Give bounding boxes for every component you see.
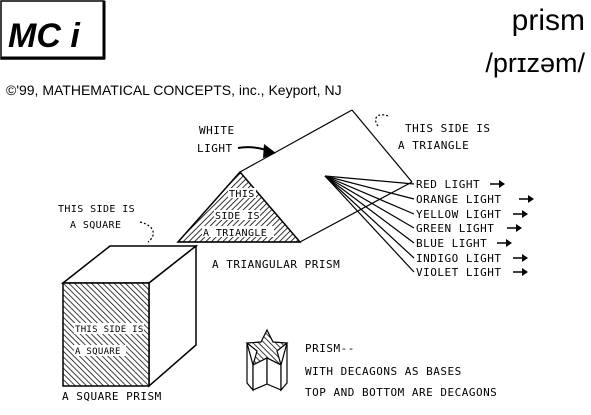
arrow-right-icon (507, 224, 522, 232)
square-prism: THIS SIDE IS A SQUARE THIS SIDE IS A SQU… (58, 204, 199, 403)
spectrum-label-orange: ORANGE LIGHT (416, 193, 501, 206)
arrow-right-icon (497, 239, 512, 247)
arrow-right-icon (490, 180, 505, 188)
logo: MC i (0, 0, 106, 60)
spectrum-label-violet: VIOLET LIGHT (416, 266, 501, 279)
triangle-side-note-1: THIS SIDE IS (405, 122, 490, 135)
arrow-right-icon (513, 268, 528, 276)
triangle-face-text-2: SIDE IS (215, 211, 260, 222)
triangle-side-note-2: A TRIANGLE (398, 139, 469, 152)
arrow-right-icon (519, 195, 534, 203)
square-side-note-1: THIS SIDE IS (58, 204, 135, 215)
square-face-text-2: A SQUARE (75, 347, 121, 357)
spectrum-label-indigo: INDIGO LIGHT (416, 252, 501, 265)
logo-text: MC i (8, 17, 81, 55)
white-light-label-1: WHITE (199, 124, 235, 137)
pronunciation: /prɪzəm/ (485, 48, 585, 78)
square-face-text-1: THIS SIDE IS (75, 325, 144, 335)
square-side-note-2: A SQUARE (70, 220, 121, 231)
triangle-note-pointer (375, 114, 389, 127)
headword: prism (512, 4, 585, 37)
spectrum-label-yellow: YELLOW LIGHT (416, 208, 501, 221)
arrow-right-icon (513, 210, 528, 218)
light-rays (324, 175, 415, 273)
arrow-right-icon (513, 254, 528, 262)
spectrum-label-blue: BLUE LIGHT (416, 237, 487, 250)
white-light-label-2: LIGHT (197, 142, 233, 155)
decagon-prism: PRISM-- WITH DECAGONS AS BASES TOP AND B… (245, 328, 497, 399)
spectrum-arrows (490, 180, 534, 276)
copyright-line: ©'99, MATHEMATICAL CONCEPTS, inc., Keypo… (6, 82, 342, 98)
square-face (62, 282, 150, 387)
triangular-prism: THIS SIDE IS A TRIANGLE WHITE LIGHT THIS… (176, 109, 534, 279)
decagon-text-2: WITH DECAGONS AS BASES (305, 365, 462, 378)
decagon-text-1: PRISM-- (305, 342, 355, 355)
decagon-text-3: TOP AND BOTTOM ARE DECAGONS (305, 386, 497, 399)
spectrum-list: RED LIGHT ORANGE LIGHT YELLOW LIGHT GREE… (416, 178, 501, 279)
square-prism-caption: A SQUARE PRISM (62, 390, 162, 403)
triangle-face-text-1: THIS (229, 189, 255, 200)
spectrum-label-red: RED LIGHT (416, 178, 480, 191)
square-note-pointer (139, 221, 154, 243)
white-light-arrow (237, 144, 276, 158)
triangle-face-text-3: A TRIANGLE (203, 228, 267, 239)
spectrum-label-green: GREEN LIGHT (416, 222, 494, 235)
triangular-prism-caption: A TRIANGULAR PRISM (212, 258, 340, 271)
